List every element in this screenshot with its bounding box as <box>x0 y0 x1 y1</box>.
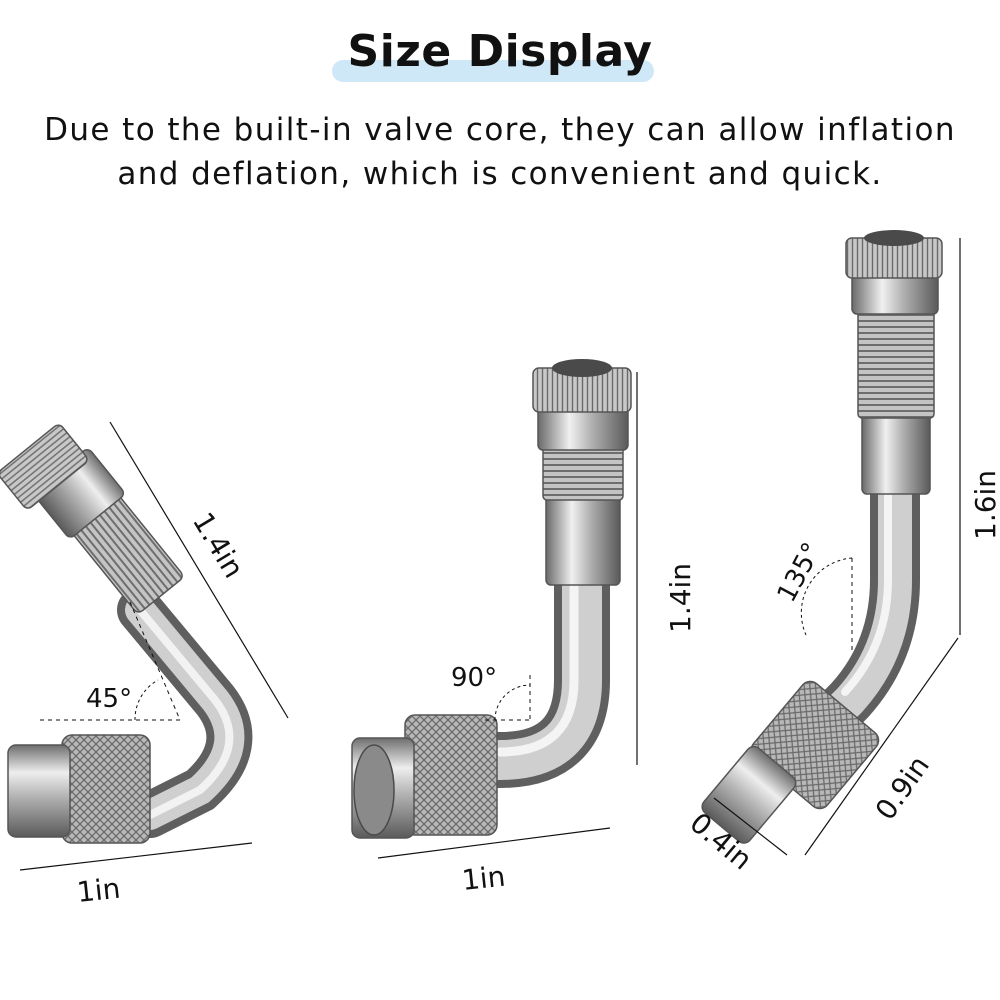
length-label: 1.4in <box>186 507 250 584</box>
valve-extender-135: 135° 1.6in 0.9in 0.4in <box>684 230 1000 876</box>
nut-collar <box>701 745 797 844</box>
subtitle: Due to the built-in valve core, they can… <box>0 108 1000 196</box>
upper-body <box>861 411 931 495</box>
subtitle-line-2: and deflation, which is convenient and q… <box>117 156 883 192</box>
nut-collar <box>7 744 71 838</box>
length-label: 1.6in <box>969 470 1000 540</box>
knurled-cap <box>0 424 88 509</box>
length-label: 1.4in <box>664 563 697 633</box>
upper-body <box>545 494 621 586</box>
subtitle-line-1: Due to the built-in valve core, they can… <box>44 112 956 148</box>
threaded-section <box>857 309 935 419</box>
valve-extenders-figure: 45° 1.4in 1in 90° 1.4in 1in <box>0 230 1000 909</box>
angle-label: 90° <box>451 663 497 693</box>
knurled-nut <box>404 714 498 836</box>
cap-dome <box>552 359 612 377</box>
title-highlight <box>332 60 654 82</box>
nut-opening <box>353 744 395 836</box>
cap-dome <box>864 230 924 246</box>
title-wrap: Size Display <box>0 26 1000 77</box>
angle-label: 45° <box>86 684 132 714</box>
valve-extender-45: 45° 1.4in 1in <box>0 421 289 909</box>
header: Size Display Due to the built-in valve c… <box>0 0 1000 200</box>
valve-extender-90: 90° 1.4in 1in <box>351 359 697 897</box>
width-label: 0.9in <box>869 750 936 826</box>
width-label: 1in <box>460 860 507 897</box>
threaded-section <box>542 444 624 501</box>
width-label: 1in <box>75 872 122 909</box>
knurled-nut <box>61 734 151 844</box>
cap-lower-body <box>537 407 629 451</box>
page-title: Size Display <box>347 26 653 77</box>
